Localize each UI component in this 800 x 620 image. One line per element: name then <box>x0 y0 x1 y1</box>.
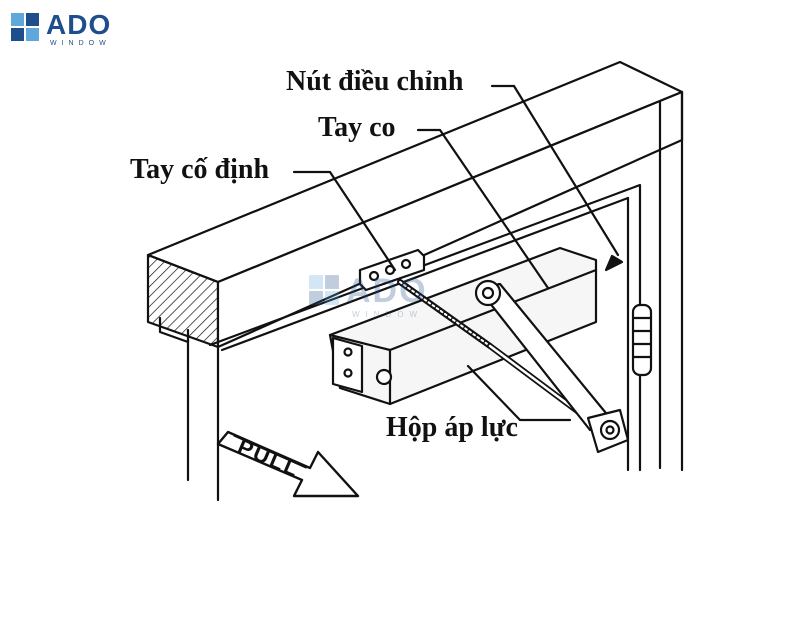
window-grid-icon <box>11 13 39 41</box>
brand-name: ADO <box>46 9 112 40</box>
label-fixed-arm: Tay cố định <box>130 154 270 185</box>
brand-logo: ADO WINDOW <box>10 10 140 50</box>
label-pressure-box: Hộp áp lực <box>386 412 518 443</box>
pull-sign-text: PULL <box>234 434 304 483</box>
label-adjust-knob: Nút điều chỉnh <box>286 66 464 97</box>
label-arm: Tay co <box>318 112 396 143</box>
brand-subtitle: WINDOW <box>50 40 111 47</box>
